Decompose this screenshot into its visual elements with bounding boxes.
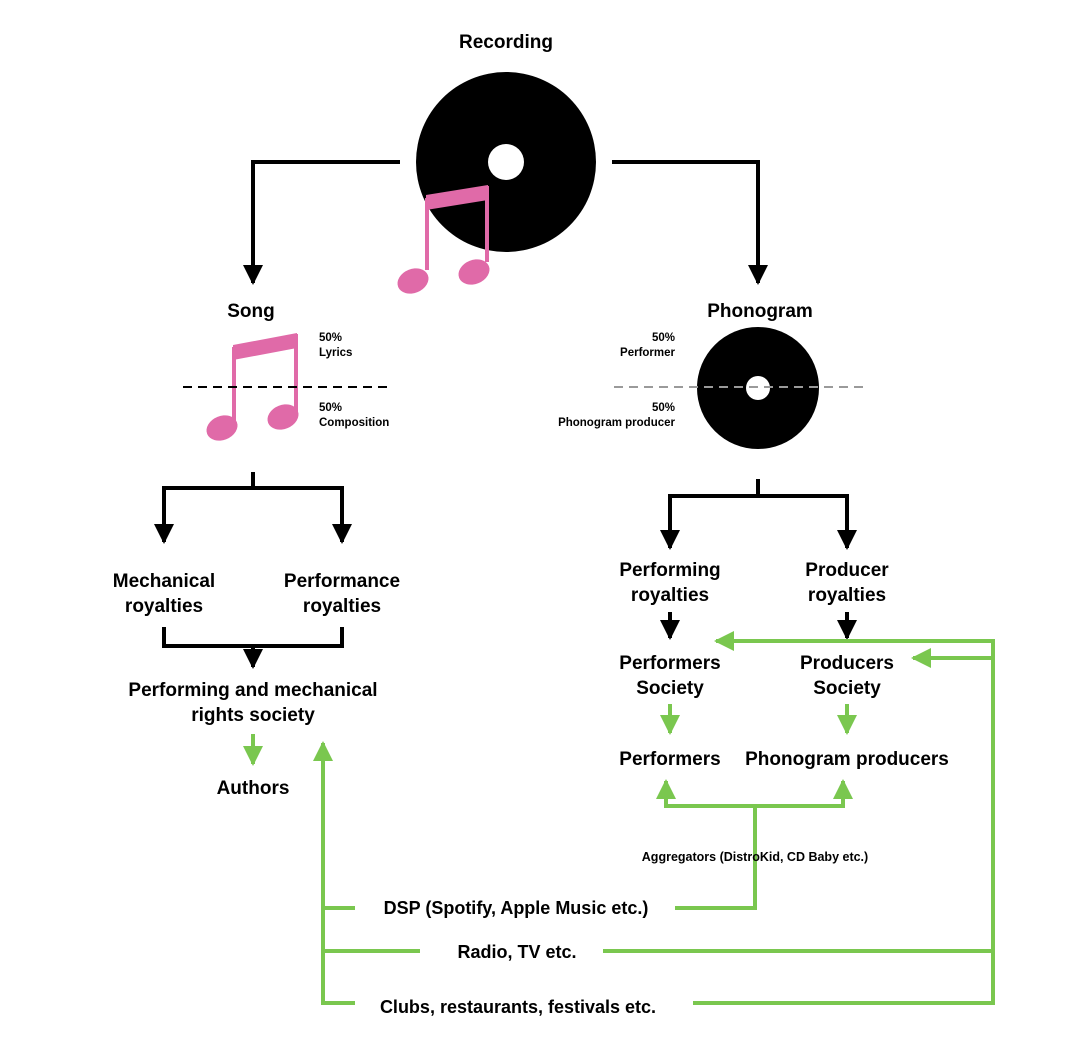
dsp-label: DSP (Spotify, Apple Music etc.) bbox=[384, 898, 649, 918]
producers-society-line2: Society bbox=[813, 678, 881, 699]
performers-society-line1: Performers bbox=[619, 653, 720, 674]
aggregator-flow-lines bbox=[656, 779, 853, 908]
clubs-label: Clubs, restaurants, festivals etc. bbox=[380, 997, 656, 1017]
performance-royalties-line2: royalties bbox=[303, 596, 381, 617]
performance-royalties-line1: Performance bbox=[284, 571, 400, 592]
producer-royalties-line1: Producer bbox=[805, 560, 889, 581]
phonogram-performer-share: 50% bbox=[652, 332, 675, 344]
song-society-line2: rights society bbox=[191, 705, 315, 726]
recording-split-connectors bbox=[243, 160, 768, 285]
song-merge-connectors bbox=[162, 627, 344, 669]
song-lyrics-label: Lyrics bbox=[319, 347, 352, 359]
phonogram-producer-label: Phonogram producer bbox=[558, 417, 675, 429]
performers-label: Performers bbox=[619, 749, 720, 770]
aggregators-label: Aggregators (DistroKid, CD Baby etc.) bbox=[642, 850, 868, 864]
music-note-icon bbox=[397, 185, 490, 294]
society-to-payee-arrows bbox=[660, 704, 857, 735]
producer-royalties-line2: royalties bbox=[808, 585, 886, 606]
song-composition-share: 50% bbox=[319, 402, 342, 414]
performing-royalties-line1: Performing bbox=[619, 560, 720, 581]
mechanical-royalties-line1: Mechanical bbox=[113, 571, 215, 592]
mechanical-royalties-line2: royalties bbox=[125, 596, 203, 617]
producers-society-line1: Producers bbox=[800, 653, 894, 674]
authors-label: Authors bbox=[217, 778, 290, 799]
song-composition-label: Composition bbox=[319, 417, 389, 429]
phonogram-producers-label: Phonogram producers bbox=[745, 749, 949, 770]
recording-title: Recording bbox=[459, 32, 553, 53]
performers-society-line2: Society bbox=[636, 678, 704, 699]
royalties-to-society-arrows bbox=[660, 612, 857, 640]
phonogram-title: Phonogram bbox=[707, 301, 813, 322]
song-title: Song bbox=[227, 301, 275, 322]
song-lyrics-share: 50% bbox=[319, 332, 342, 344]
collective-flow-lines bbox=[313, 631, 995, 1005]
phonogram-split-connectors bbox=[660, 479, 857, 550]
radio-tv-label: Radio, TV etc. bbox=[457, 942, 576, 962]
phonogram-producer-share: 50% bbox=[652, 402, 675, 414]
vinyl-record-icon bbox=[416, 72, 596, 252]
song-split-connectors bbox=[154, 472, 352, 544]
song-society-line1: Performing and mechanical bbox=[128, 680, 377, 701]
music-note-icon bbox=[206, 333, 299, 441]
phonogram-performer-label: Performer bbox=[620, 347, 675, 359]
performing-royalties-line2: royalties bbox=[631, 585, 709, 606]
